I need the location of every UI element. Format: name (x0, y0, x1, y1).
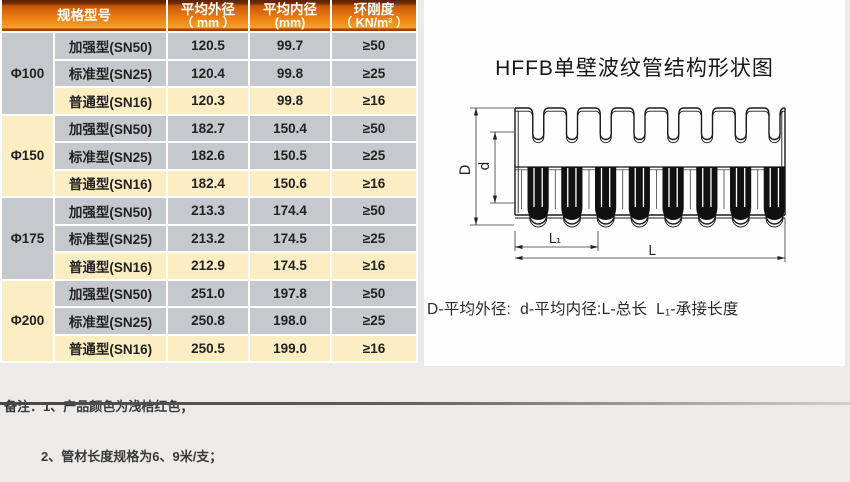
inner-cell: 199.0 (248, 333, 332, 363)
inner-cell: 197.8 (248, 278, 332, 308)
stiffness-cell: ≥25 (330, 141, 418, 171)
size-label: Φ100 (0, 31, 55, 116)
diagram-title: HFFB单壁波纹管结构形状图 (495, 57, 774, 80)
stiffness-cell: ≥50 (330, 31, 418, 61)
stiffness-cell: ≥25 (330, 223, 418, 253)
stiffness-cell: ≥16 (330, 86, 418, 116)
dimension-L (514, 218, 786, 262)
stiffness-cell: ≥50 (330, 113, 418, 143)
inner-cell: 174.5 (248, 223, 332, 253)
type-cell: 标准型(SN25) (53, 141, 168, 171)
type-cell: 标准型(SN25) (53, 58, 168, 88)
table-row: 标准型(SN25) 182.6 150.5 ≥25 (1, 141, 418, 171)
inner-cell: 150.5 (248, 141, 332, 171)
col-header-inner-diameter: 平均内径 (mm) (248, 0, 332, 33)
pipe-interior-ribs (520, 166, 786, 221)
dim-label-L1: L₁ (549, 232, 561, 247)
size-label: Φ200 (0, 278, 55, 363)
stiffness-cell: ≥16 (330, 333, 418, 363)
stiffness-cell: ≥25 (330, 58, 418, 88)
type-cell: 标准型(SN25) (53, 306, 168, 336)
type-cell: 加强型(SN50) (53, 31, 168, 61)
page-bottom-edge (0, 402, 850, 405)
stiffness-cell: ≥25 (330, 306, 418, 336)
table-row: 标准型(SN25) 213.2 174.5 ≥25 (1, 223, 418, 253)
diagram-panel: HFFB单壁波纹管结构形状图 (424, 0, 845, 366)
inner-cell: 150.6 (248, 168, 332, 198)
table-row: Φ200 加强型(SN50) 251.0 197.8 ≥50 (0, 278, 418, 363)
col-header-ring-stiffness: 环刚度 （ KN/m² ） (330, 0, 418, 33)
dimension-L1 (514, 231, 599, 251)
outer-cell: 213.2 (166, 223, 250, 253)
type-cell: 加强型(SN50) (53, 113, 168, 143)
dim-label-d: d (477, 162, 493, 171)
outer-cell: 182.4 (166, 168, 250, 198)
size-label: Φ175 (0, 196, 55, 281)
dimension-D (470, 107, 514, 226)
inner-cell: 99.8 (248, 86, 332, 116)
remarks: 备注：1、产品颜色为浅桔红色； 2、管材长度规格为6、9米/支； (4, 366, 222, 482)
col-header-outer-diameter: 平均外径 （ mm ） (166, 0, 250, 33)
spec-table: 规格型号 平均外径 （ mm ） 平均内径 (mm) 环刚度 （ KN/m² ）… (0, 0, 418, 363)
outer-cell: 120.4 (166, 58, 250, 88)
dim-label-L: L (648, 244, 656, 259)
outer-cell: 213.3 (166, 196, 250, 226)
table-row: 普通型(SN16) 120.3 99.8 ≥16 (1, 86, 418, 116)
type-cell: 加强型(SN50) (53, 278, 168, 308)
dimension-d (490, 131, 514, 204)
table-row: 普通型(SN16) 212.9 174.5 ≥16 (1, 251, 418, 281)
table-row: 普通型(SN16) 182.4 150.6 ≥16 (1, 168, 418, 198)
stiffness-cell: ≥50 (330, 278, 418, 308)
outer-cell: 212.9 (166, 251, 250, 281)
outer-cell: 250.5 (166, 333, 250, 363)
remark-line-2: 2、管材长度规格为6、9米/支； (4, 449, 222, 466)
outer-cell: 182.7 (166, 113, 250, 143)
header-row: 规格型号 平均外径 （ mm ） 平均内径 (mm) 环刚度 （ KN/m² ） (0, 0, 418, 33)
type-cell: 普通型(SN16) (53, 251, 168, 281)
table-row: 标准型(SN25) 120.4 99.8 ≥25 (1, 58, 418, 88)
inner-cell: 99.7 (248, 31, 332, 61)
header-spec-label: 规格型号 (57, 8, 111, 23)
inner-cell: 99.8 (248, 58, 332, 88)
inner-cell: 198.0 (248, 306, 332, 336)
type-cell: 普通型(SN16) (53, 168, 168, 198)
stiffness-cell: ≥50 (330, 196, 418, 226)
col-header-spec: 规格型号 (0, 0, 168, 33)
remark-item-2: 2、管材长度规格为6、9米/支； (41, 448, 223, 464)
outer-cell: 120.3 (166, 86, 250, 116)
type-cell: 普通型(SN16) (53, 333, 168, 363)
inner-cell: 150.4 (248, 113, 332, 143)
inner-cell: 174.5 (248, 251, 332, 281)
outer-cell: 120.5 (166, 31, 250, 61)
inner-cell: 174.4 (248, 196, 332, 226)
stiffness-cell: ≥16 (330, 251, 418, 281)
stiffness-cell: ≥16 (330, 168, 418, 198)
table-row: Φ175 加强型(SN50) 213.3 174.4 ≥50 (0, 196, 418, 281)
table-row: 标准型(SN25) 250.8 198.0 ≥25 (1, 306, 418, 336)
table-row: Φ100 加强型(SN50) 120.5 99.7 ≥50 (0, 31, 418, 116)
outer-cell: 251.0 (166, 278, 250, 308)
outer-cell: 250.8 (166, 306, 250, 336)
table-row: 普通型(SN16) 250.5 199.0 ≥16 (1, 333, 418, 363)
table-row: Φ150 加强型(SN50) 182.7 150.4 ≥50 (0, 113, 418, 198)
spec-table-panel: 规格型号 平均外径 （ mm ） 平均内径 (mm) 环刚度 （ KN/m² ）… (0, 0, 418, 363)
type-cell: 标准型(SN25) (53, 223, 168, 253)
diagram-legend: D-平均外径: d-平均内径:L-总长 L₁-承接长度 (427, 301, 739, 318)
type-cell: 加强型(SN50) (53, 196, 168, 226)
size-label: Φ150 (0, 113, 55, 198)
corrugated-pipe-drawing: D d L₁ L (458, 107, 786, 262)
outer-cell: 182.6 (166, 141, 250, 171)
dim-label-D: D (458, 165, 474, 176)
type-cell: 普通型(SN16) (53, 86, 168, 116)
